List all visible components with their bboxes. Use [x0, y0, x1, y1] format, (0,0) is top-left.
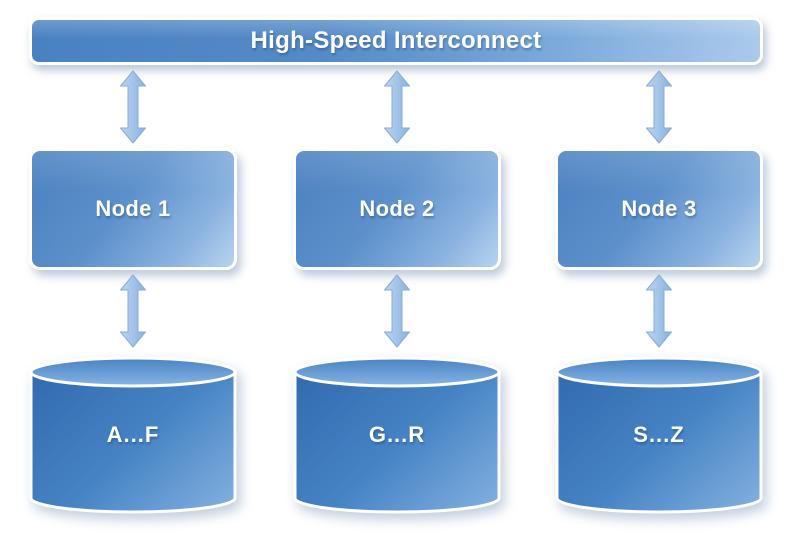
bidirectional-arrow-icon	[382, 274, 412, 348]
database-cylinder-3: S...Z	[553, 354, 765, 516]
bidirectional-arrow-icon	[644, 70, 674, 144]
node-box-1: Node 1	[29, 148, 237, 270]
interconnect-bar: High-Speed Interconnect	[29, 17, 763, 65]
database-cylinder-1: A...F	[27, 354, 239, 516]
bidirectional-arrow-icon	[382, 70, 412, 144]
node-box-2: Node 2	[293, 148, 501, 270]
node-label: Node 1	[95, 196, 171, 221]
bidirectional-arrow-icon	[644, 274, 674, 348]
interconnect-label: High-Speed Interconnect	[250, 27, 542, 54]
node-label: Node 3	[621, 196, 697, 221]
bidirectional-arrow-icon	[118, 274, 148, 348]
bidirectional-arrow-icon	[118, 70, 148, 144]
node-box-3: Node 3	[555, 148, 763, 270]
database-cylinder-2: G...R	[291, 354, 503, 516]
node-label: Node 2	[359, 196, 435, 221]
